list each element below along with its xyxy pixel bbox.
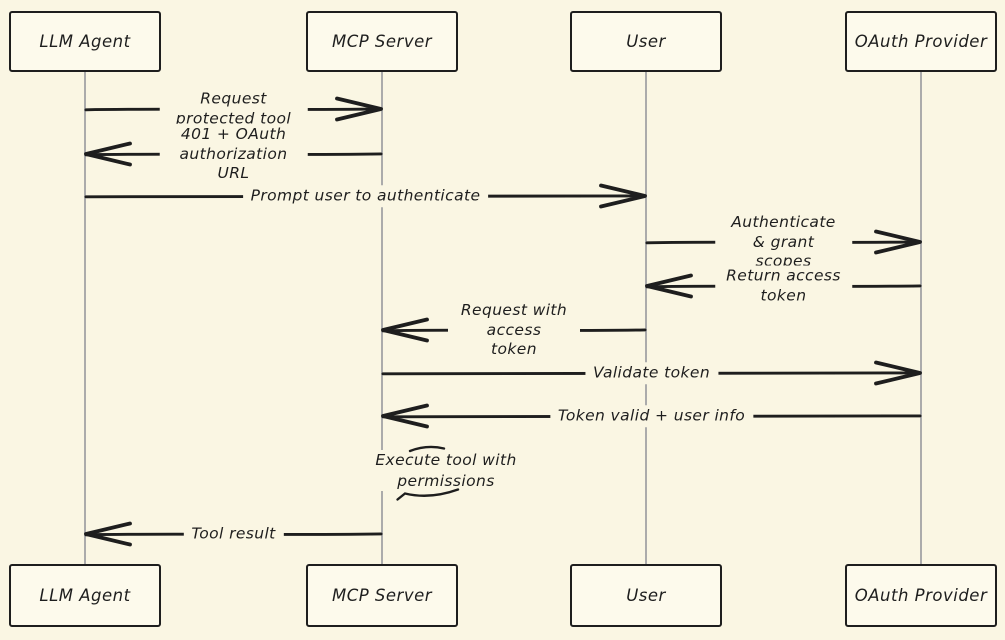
message-prompt-user-to-authenticate: Prompt user to authenticate (84, 180, 647, 212)
actor-box-top-mcp-server: MCP Server (306, 11, 458, 72)
lifeline-user (645, 72, 647, 564)
message-label: Prompt user to authenticate (242, 185, 489, 207)
actor-box-top-llm-agent: LLM Agent (9, 11, 161, 72)
actor-box-bottom-oauth-provider: OAuth Provider (845, 564, 997, 627)
actor-label: MCP Server (331, 586, 433, 605)
actor-box-top-oauth-provider: OAuth Provider (845, 11, 997, 72)
message-label: Return access token (714, 265, 853, 307)
actor-box-top-user: User (570, 11, 722, 72)
message-token-valid-user-info: Token valid + user info (381, 400, 922, 432)
actor-label: LLM Agent (39, 586, 131, 605)
message-label: Validate token (584, 362, 719, 384)
actor-label: OAuth Provider (854, 32, 988, 51)
message-validate-token: Validate token (381, 357, 922, 389)
lifeline-mcp-server (381, 72, 383, 564)
message-label: Token valid + user info (549, 405, 754, 427)
actor-label: LLM Agent (39, 32, 131, 51)
message-label: Tool result (183, 523, 284, 545)
actor-label: OAuth Provider (854, 586, 988, 605)
overline-squiggle-icon (408, 445, 446, 453)
actor-box-bottom-mcp-server: MCP Server (306, 564, 458, 627)
message-authenticate-grant-scopes: Authenticate & grant scopes (645, 211, 922, 273)
message-label: 401 + OAuth authorization URL (159, 123, 308, 185)
actor-label: MCP Server (331, 32, 433, 51)
actor-box-bottom-llm-agent: LLM Agent (9, 564, 161, 627)
message-return-access-token: Return access token (645, 265, 922, 307)
self-note-execute-tool-with-permissions: Execute tool with permissions (371, 450, 521, 491)
message-tool-result: Tool result (84, 518, 383, 550)
lifeline-oauth-provider (920, 72, 922, 564)
actor-label: User (626, 32, 666, 51)
message-request-with-access-token: Request with access token (381, 299, 647, 361)
message-label: Request protected tool (159, 88, 308, 130)
note-label: Execute tool with permissions (375, 450, 517, 491)
message-request-protected-tool: Request protected tool (84, 88, 383, 130)
message-401-oauth-authorization-url: 401 + OAuth authorization URL (84, 123, 383, 185)
lifeline-llm-agent (84, 72, 86, 564)
message-label: Request with access token (448, 299, 580, 361)
underline-squiggle-arrow-icon (396, 488, 460, 501)
message-label: Authenticate & grant scopes (714, 211, 853, 273)
actor-label: User (626, 586, 666, 605)
actor-box-bottom-user: User (570, 564, 722, 627)
